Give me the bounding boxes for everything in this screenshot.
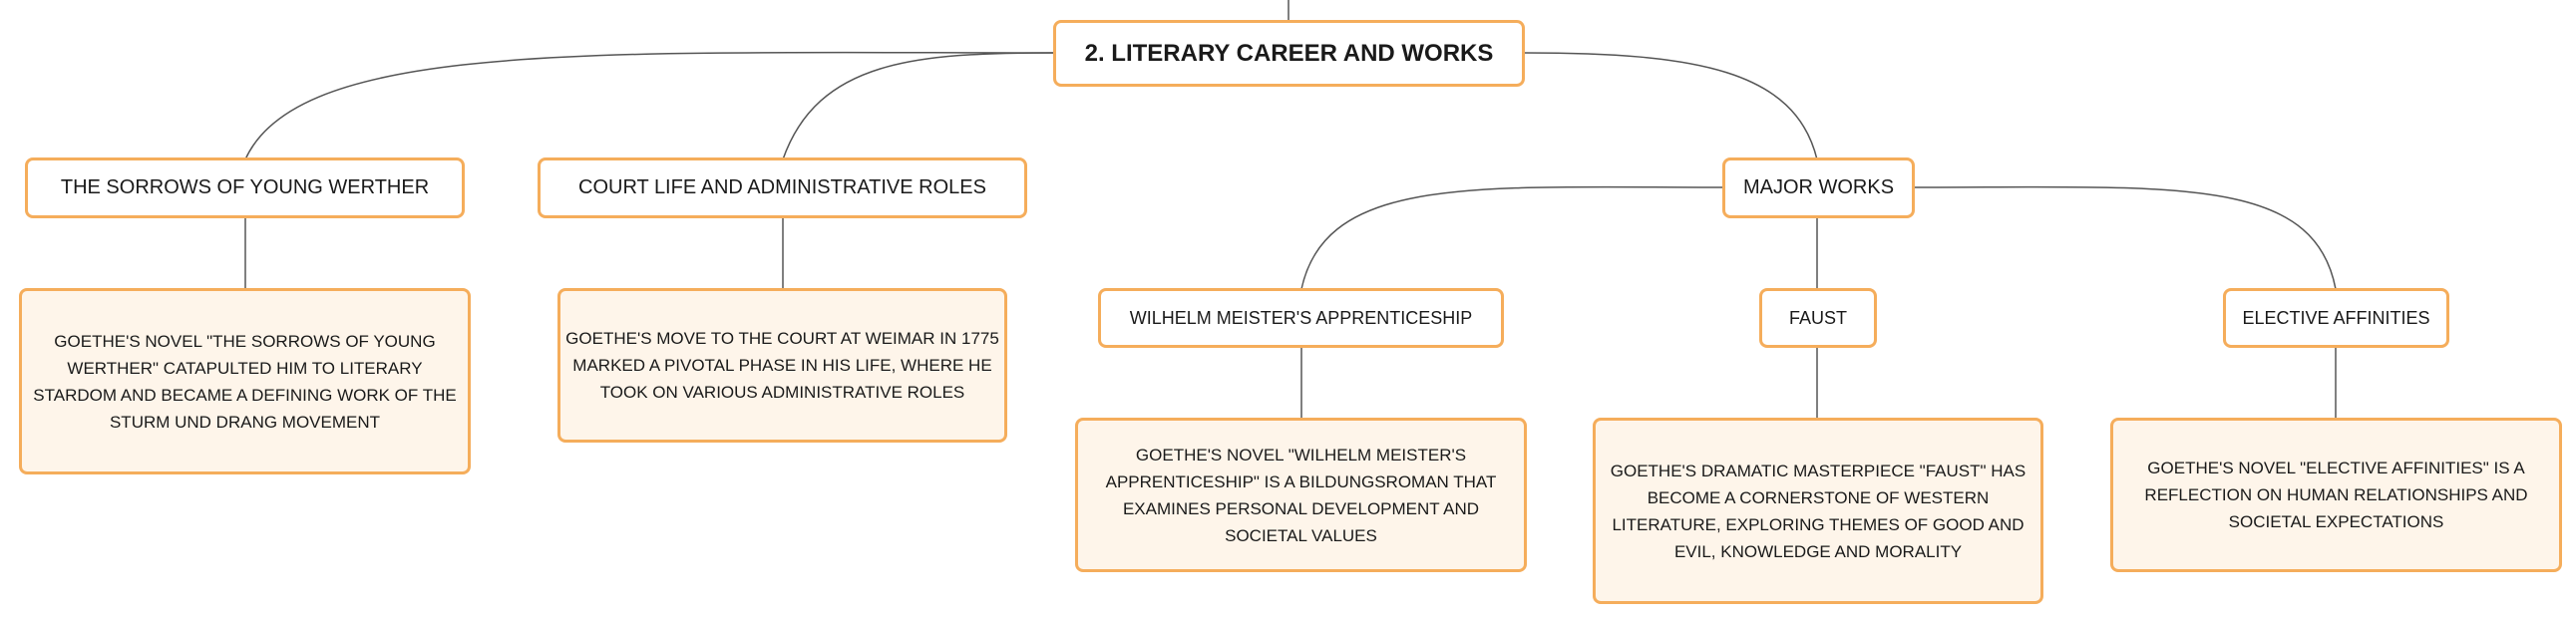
connector-root-to-werther	[244, 51, 1054, 160]
root-node-label: 2. LITERARY CAREER AND WORKS	[1084, 39, 1494, 67]
description-wilhelm-meister[interactable]: GOETHE'S NOVEL "WILHELM MEISTER'S APPREN…	[1075, 418, 1527, 572]
topic-major-works-label: MAJOR WORKS	[1742, 176, 1895, 198]
connector-root-to-court	[782, 52, 1054, 160]
topic-werther[interactable]: THE SORROWS OF YOUNG WERTHER	[25, 157, 465, 218]
description-court-life-text: GOETHE'S MOVE TO THE COURT AT WEIMAR IN …	[565, 329, 999, 402]
root-node[interactable]: 2. LITERARY CAREER AND WORKS	[1053, 20, 1525, 87]
description-werther-text: GOETHE'S NOVEL "THE SORROWS OF YOUNG WER…	[33, 331, 457, 432]
description-werther[interactable]: GOETHE'S NOVEL "THE SORROWS OF YOUNG WER…	[19, 288, 471, 474]
subtopic-wilhelm-meister[interactable]: WILHELM MEISTER'S APPRENTICESHIP	[1098, 288, 1504, 348]
subtopic-elective-affinities-label: ELECTIVE AFFINITIES	[2242, 307, 2430, 328]
description-faust-text: GOETHE'S DRAMATIC MASTERPIECE "FAUST" HA…	[1610, 461, 2026, 561]
subtopic-faust[interactable]: FAUST	[1759, 288, 1877, 348]
description-elective-affinities-text: GOETHE'S NOVEL "ELECTIVE AFFINITIES" IS …	[2144, 459, 2528, 531]
subtopic-wilhelm-meister-label: WILHELM MEISTER'S APPRENTICESHIP	[1129, 307, 1473, 328]
connector-root-to-major-works	[1524, 52, 1818, 160]
topic-major-works[interactable]: MAJOR WORKS	[1722, 157, 1915, 218]
description-elective-affinities[interactable]: GOETHE'S NOVEL "ELECTIVE AFFINITIES" IS …	[2110, 418, 2562, 572]
description-wilhelm-meister-text: GOETHE'S NOVEL "WILHELM MEISTER'S APPREN…	[1105, 445, 1497, 545]
topic-werther-label: THE SORROWS OF YOUNG WERTHER	[60, 176, 430, 198]
topic-court-life-label: COURT LIFE AND ADMINISTRATIVE ROLES	[578, 176, 986, 198]
connector-major-to-affinities	[1914, 185, 2337, 290]
description-court-life[interactable]: GOETHE'S MOVE TO THE COURT AT WEIMAR IN …	[557, 288, 1007, 443]
subtopic-faust-label: FAUST	[1788, 307, 1847, 328]
connector-major-to-meister	[1300, 185, 1723, 290]
topic-court-life[interactable]: COURT LIFE AND ADMINISTRATIVE ROLES	[538, 157, 1027, 218]
description-faust[interactable]: GOETHE'S DRAMATIC MASTERPIECE "FAUST" HA…	[1593, 418, 2043, 604]
subtopic-elective-affinities[interactable]: ELECTIVE AFFINITIES	[2223, 288, 2449, 348]
